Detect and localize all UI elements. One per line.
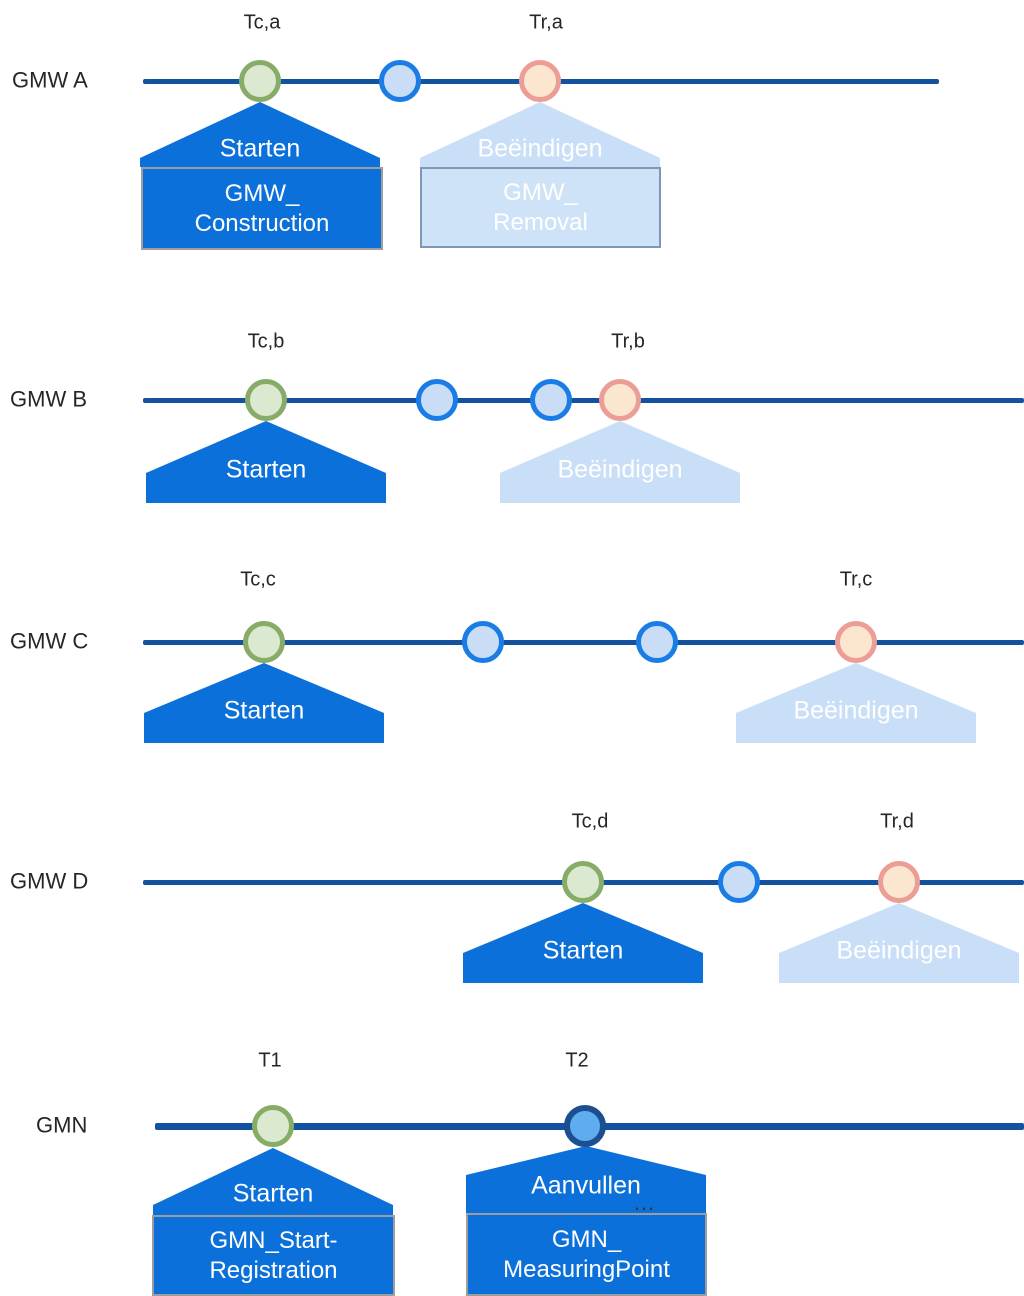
callout-box-line: GMN_Start- xyxy=(209,1226,338,1254)
callout-box-gmnmeasuringpoint: GMN_MeasuringPoint xyxy=(466,1213,707,1296)
callout-box-line: GMN_ xyxy=(551,1225,622,1253)
event-circle-green xyxy=(562,861,604,903)
event-circle-blue xyxy=(718,861,760,903)
time-label-t2: T2 xyxy=(565,1049,589,1072)
row-label-gmw-b: GMW B xyxy=(10,386,87,412)
time-label-tcc: Tc,c xyxy=(240,568,276,591)
ellipsis-label: … xyxy=(633,1190,657,1215)
callout-box-line: MeasuringPoint xyxy=(503,1255,670,1283)
callout-label: Beëindigen xyxy=(477,134,603,163)
time-label-tra: Tr,a xyxy=(529,11,563,34)
event-circle-blue xyxy=(379,60,421,102)
event-circle-green xyxy=(239,60,281,102)
callout-label: Starten xyxy=(223,696,305,725)
timeline-gmw-b xyxy=(143,397,1024,403)
event-circle-orange xyxy=(835,621,877,663)
callout-box-gmwremoval: GMW_Removal xyxy=(420,167,661,248)
event-circle-orange xyxy=(599,379,641,421)
time-label-t1: T1 xyxy=(258,1049,282,1072)
timeline-gmw-c xyxy=(143,639,1024,645)
event-circle-green xyxy=(252,1105,294,1147)
callout-box-line: GMW_ xyxy=(503,178,578,206)
event-circle-orange xyxy=(878,861,920,903)
time-label-tca: Tc,a xyxy=(243,11,281,34)
callout-box-gmwconstruction: GMW_Construction xyxy=(141,167,383,250)
time-label-tcd: Tc,d xyxy=(571,810,609,833)
callout-box-line: Construction xyxy=(194,209,330,237)
event-circle-orange xyxy=(519,60,561,102)
time-label-tcb: Tc,b xyxy=(247,330,285,353)
event-circle-blue xyxy=(462,621,504,663)
callout-box-line: Registration xyxy=(209,1256,338,1284)
time-label-trb: Tr,b xyxy=(611,330,645,353)
callout-box-gmnstartregistration: GMN_Start-Registration xyxy=(152,1215,395,1296)
callout-label: Starten xyxy=(232,1179,314,1208)
row-label-gmw-d: GMW D xyxy=(10,868,89,894)
callout-box-line: GMW_ xyxy=(224,179,300,207)
time-label-trc: Tr,c xyxy=(839,568,873,591)
event-circle-navy xyxy=(564,1105,606,1147)
callout-label: Starten xyxy=(542,936,624,965)
event-circle-blue xyxy=(636,621,678,663)
event-circle-green xyxy=(243,621,285,663)
callout-box-line: Removal xyxy=(493,208,588,236)
event-circle-green xyxy=(245,379,287,421)
row-label-gmw-c: GMW C xyxy=(10,628,89,654)
event-circle-blue xyxy=(416,379,458,421)
callout-label: Aanvullen xyxy=(531,1171,641,1200)
callout-label: Starten xyxy=(219,134,301,163)
event-circle-blue xyxy=(530,379,572,421)
callout-label: Beëindigen xyxy=(557,455,683,484)
row-label-gmn: GMN xyxy=(36,1112,88,1138)
time-label-trd: Tr,d xyxy=(880,810,914,833)
row-label-gmw-a: GMW A xyxy=(12,67,88,93)
callout-label: Beëindigen xyxy=(836,936,962,965)
callout-label: Beëindigen xyxy=(793,696,919,725)
callout-label: Starten xyxy=(225,455,307,484)
